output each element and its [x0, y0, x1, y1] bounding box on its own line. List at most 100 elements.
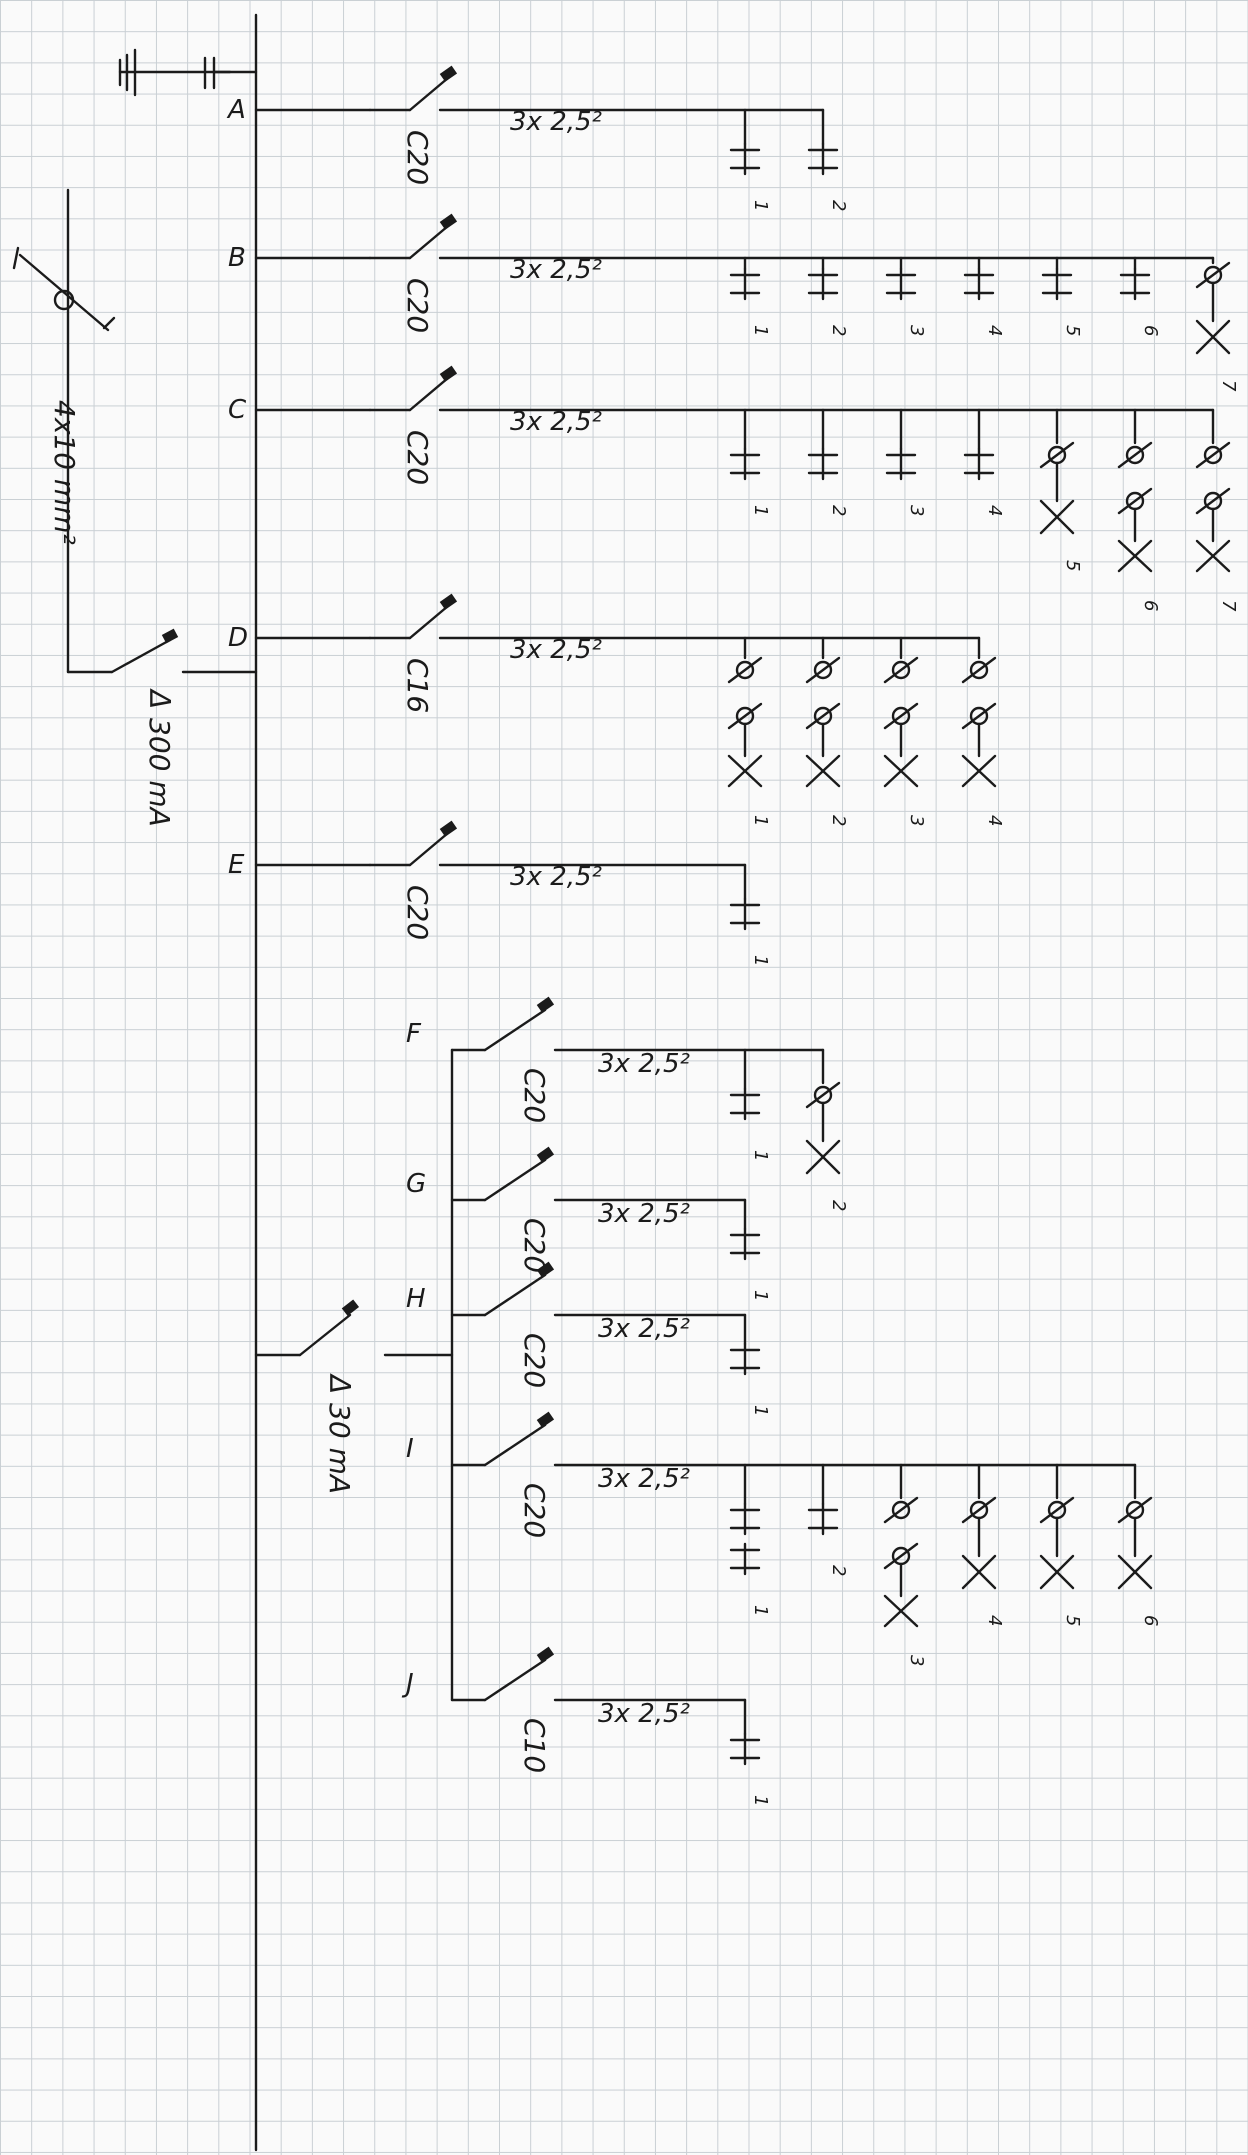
circuit-g-cable-label: 3x 2,5² — [598, 1199, 690, 1229]
circuit-b-load-5-label: 5 — [1062, 325, 1083, 336]
circuit-b-load-2-label: 2 — [828, 325, 849, 336]
circuit-i-load-2-label: 2 — [828, 1565, 849, 1576]
circuit-e-breaker-contact — [439, 820, 458, 837]
circuit-d-load-4-label: 4 — [984, 815, 1005, 826]
circuit-i-load-1-label: 1 — [750, 1605, 771, 1616]
circuit-f-breaker-contact — [536, 996, 555, 1013]
circuit-i-load-3-label: 3 — [906, 1655, 927, 1666]
circuit-h-breaker-label: C20 — [518, 1333, 551, 1388]
circuit-h-breaker-switch — [483, 1273, 547, 1317]
circuit-c-breaker-switch — [408, 376, 450, 412]
circuit-b-load-3-label: 3 — [906, 325, 927, 336]
circuit-i-load-6-lamp-icon — [1117, 1496, 1153, 1590]
circuit-i-load-5-label: 5 — [1062, 1615, 1083, 1626]
circuit-j-load-1-socket-icon — [729, 1732, 761, 1766]
circuit-b-load-3-socket-icon — [885, 267, 917, 301]
circuit-d-breaker-label: C16 — [401, 658, 434, 713]
circuit-j-load-1-label: 1 — [750, 1795, 771, 1806]
circuit-d-load-2-lamp-icon — [805, 656, 841, 788]
circuit-c-breaker-contact — [439, 365, 458, 382]
circuit-b-load-6-socket-icon — [1119, 267, 1151, 301]
circuit-b-load-1-socket-icon — [729, 267, 761, 301]
circuit-h-load-1-socket-icon — [729, 1342, 761, 1376]
circuit-f-id: F — [406, 1019, 422, 1049]
circuit-h-breaker-contact — [536, 1261, 555, 1278]
circuit-c-load-3-label: 3 — [906, 505, 927, 516]
circuit-i-breaker-label: C20 — [518, 1483, 551, 1538]
incoming-isolator-icon — [12, 246, 116, 332]
circuit-e-breaker-switch — [408, 831, 450, 867]
circuit-b-load-7-lamp-icon — [1195, 261, 1231, 355]
circuit-c-load-5-lamp-icon — [1039, 441, 1075, 535]
circuit-e-id: E — [228, 850, 245, 880]
circuit-i-load-3-lamp-icon — [883, 1496, 919, 1628]
circuit-i-load-6-label: 6 — [1140, 1615, 1161, 1626]
circuit-c-load-3-socket-icon — [885, 447, 917, 481]
circuit-c-load-1-label: 1 — [750, 505, 771, 516]
sub-rcd-contact — [341, 1299, 360, 1316]
circuit-a-breaker-switch — [408, 76, 450, 112]
main-rcd-switch — [110, 638, 172, 674]
circuit-f-load-2-label: 2 — [828, 1200, 849, 1211]
circuit-b-breaker-switch — [408, 224, 450, 260]
circuit-b-load-2-socket-icon — [807, 267, 839, 301]
circuit-a-load-2-label: 2 — [828, 200, 849, 211]
circuit-g-load-1-socket-icon — [729, 1227, 761, 1261]
circuit-d-load-1-label: 1 — [750, 815, 771, 826]
circuit-b-breaker-label: C20 — [401, 278, 434, 333]
circuit-c-load-7-lamp-icon — [1195, 441, 1231, 573]
main-cable-label: 4x10 mm² — [48, 400, 81, 545]
circuit-f-load-1-label: 1 — [750, 1150, 771, 1161]
circuit-c-cable-label: 3x 2,5² — [510, 407, 602, 437]
circuit-i-load-5-lamp-icon — [1039, 1496, 1075, 1590]
circuit-c-load-5-label: 5 — [1062, 560, 1083, 571]
circuit-i-breaker-switch — [483, 1423, 547, 1467]
circuit-h-id: H — [406, 1284, 426, 1314]
circuit-a-load-1-label: 1 — [750, 200, 771, 211]
circuit-e-load-1-label: 1 — [750, 955, 771, 966]
earth-ground-icon — [118, 48, 258, 97]
circuit-i-load-1-socket-icon — [729, 1502, 761, 1536]
circuit-h-cable-label: 3x 2,5² — [598, 1314, 690, 1344]
circuit-f-cable-label: 3x 2,5² — [598, 1049, 690, 1079]
circuit-b-breaker-contact — [439, 213, 458, 230]
circuit-b-load-4-label: 4 — [984, 325, 1005, 336]
circuit-g-id: G — [406, 1169, 426, 1199]
circuit-b-load-4-socket-icon — [963, 267, 995, 301]
circuit-i-load-1-socket-2-icon — [729, 1542, 761, 1576]
circuit-g-breaker-switch — [483, 1158, 547, 1202]
main-rcd-contact — [161, 628, 179, 644]
circuit-b-cable-label: 3x 2,5² — [510, 255, 602, 285]
circuit-c-load-2-socket-icon — [807, 447, 839, 481]
circuit-a-breaker-contact — [439, 65, 458, 82]
circuit-c-load-2-label: 2 — [828, 505, 849, 516]
circuit-f-load-2-lamp-icon — [805, 1081, 841, 1175]
circuit-i-load-4-label: 4 — [984, 1615, 1005, 1626]
circuit-a-cable-label: 3x 2,5² — [510, 107, 602, 137]
circuit-b-load-1-label: 1 — [750, 325, 771, 336]
circuit-e-breaker-label: C20 — [401, 885, 434, 940]
circuit-i-load-2-socket-icon — [807, 1502, 839, 1536]
circuit-f-breaker-label: C20 — [518, 1068, 551, 1123]
circuit-j-breaker-switch — [483, 1658, 547, 1702]
circuit-h-load-1-label: 1 — [750, 1405, 771, 1416]
circuit-g-load-1-label: 1 — [750, 1290, 771, 1301]
circuit-e-cable-label: 3x 2,5² — [510, 862, 602, 892]
circuit-e-load-1-socket-icon — [729, 897, 761, 931]
main-rcd-label: Δ 300 mA — [143, 688, 176, 827]
circuit-d-load-2-label: 2 — [828, 815, 849, 826]
circuit-d-cable-label: 3x 2,5² — [510, 635, 602, 665]
circuit-a-breaker-label: C20 — [401, 130, 434, 185]
circuit-i-breaker-contact — [536, 1411, 555, 1428]
circuit-d-load-1-lamp-icon — [727, 656, 763, 788]
circuit-d-load-4-lamp-icon — [961, 656, 997, 788]
circuit-j-id: J — [401, 1669, 414, 1699]
circuit-d-load-3-lamp-icon — [883, 656, 919, 788]
circuit-c-load-4-socket-icon — [963, 447, 995, 481]
circuit-i-cable-label: 3x 2,5² — [598, 1464, 690, 1494]
circuit-d-breaker-switch — [408, 604, 450, 640]
circuit-b-load-6-label: 6 — [1140, 325, 1161, 336]
circuit-c-load-6-lamp-icon — [1117, 441, 1153, 573]
circuit-a-id: A — [226, 95, 246, 125]
